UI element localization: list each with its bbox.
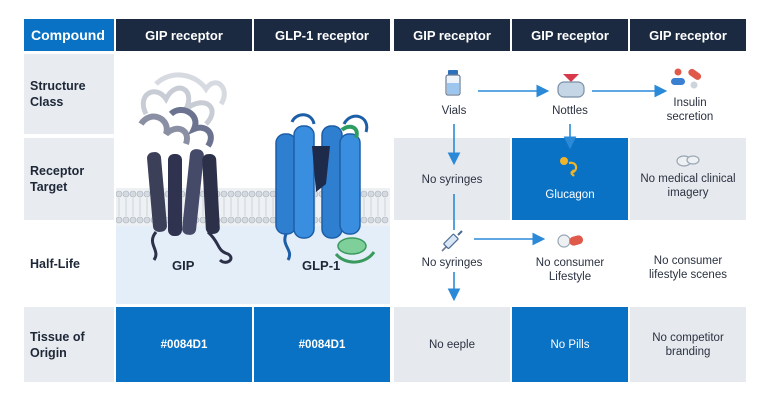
text-no-syringes-receptor: No syringes bbox=[421, 174, 483, 186]
tissue-glp1-color: #0084D1 bbox=[254, 307, 390, 382]
glucagon-icon bbox=[560, 157, 578, 177]
pills-icon bbox=[671, 68, 702, 89]
glp1-molecule-label: GLP-1 bbox=[302, 258, 341, 273]
glp1-receptor-structure bbox=[275, 113, 376, 264]
cell-tissue-col3 bbox=[394, 307, 510, 382]
receptor-illustration bbox=[115, 72, 390, 304]
capsule-icon bbox=[557, 234, 584, 248]
text-no-medical-imagery: No medical clinical imagery bbox=[640, 173, 736, 199]
text-insulin-secretion: Insulin secretion bbox=[666, 97, 714, 123]
header-gip-receptor-4: GIP receptor bbox=[630, 19, 746, 51]
row-label-receptor: Receptor Target bbox=[24, 138, 114, 220]
bottle-icon bbox=[557, 74, 585, 98]
header-gip-receptor-1: GIP receptor bbox=[116, 19, 252, 51]
syringe-icon bbox=[441, 230, 463, 252]
tissue-gip-color: #0084D1 bbox=[116, 307, 252, 382]
row-label-tissue: Tissue of Origin bbox=[24, 307, 114, 382]
gip-receptor-structure bbox=[138, 72, 233, 264]
header-compound: Compound bbox=[24, 19, 114, 51]
molecule-illustration-panel: GIP GLP-1 bbox=[115, 54, 390, 304]
row-label-halflife-text: Half-Life bbox=[30, 257, 80, 271]
cell-receptor-col3 bbox=[394, 138, 510, 220]
tablets-icon bbox=[676, 155, 700, 167]
text-no-competitor-branding: No competitor branding bbox=[652, 332, 724, 358]
cell-tissue-col5 bbox=[630, 307, 746, 382]
cell-tissue-col4 bbox=[512, 307, 628, 382]
text-no-consumer-lifestyle: No consumer Lifestyle bbox=[535, 257, 605, 283]
header-gip-receptor-3: GIP receptor bbox=[512, 19, 628, 51]
header-glp1-receptor: GLP-1 receptor bbox=[254, 19, 390, 51]
text-vials: Vials bbox=[441, 105, 467, 117]
vial-icon bbox=[445, 70, 461, 96]
row-label-receptor-text: Receptor Target bbox=[30, 164, 85, 194]
row-label-halflife: Half-Life bbox=[24, 224, 114, 304]
text-nottles: Nottles bbox=[552, 105, 588, 117]
row-label-tissue-text: Tissue of Origin bbox=[30, 329, 85, 360]
text-no-consumer-lifestyle-scenes: No consumer lifestyle scenes bbox=[649, 255, 727, 281]
flow-arrows bbox=[447, 84, 668, 302]
cell-receptor-col4 bbox=[512, 138, 628, 220]
text-glucagon: Glucagon bbox=[545, 189, 595, 201]
gip-molecule-label: GIP bbox=[172, 258, 195, 273]
cell-receptor-col5 bbox=[630, 138, 746, 220]
text-no-pills: No Pills bbox=[550, 339, 590, 351]
header-gip-receptor-2: GIP receptor bbox=[394, 19, 510, 51]
text-no-syringes-halflife: No syringes bbox=[421, 257, 483, 269]
row-label-structure-text: Structure Class bbox=[30, 79, 86, 109]
text-no-eeple: No eeple bbox=[428, 339, 476, 351]
row-label-structure: Structure Class bbox=[24, 54, 114, 134]
